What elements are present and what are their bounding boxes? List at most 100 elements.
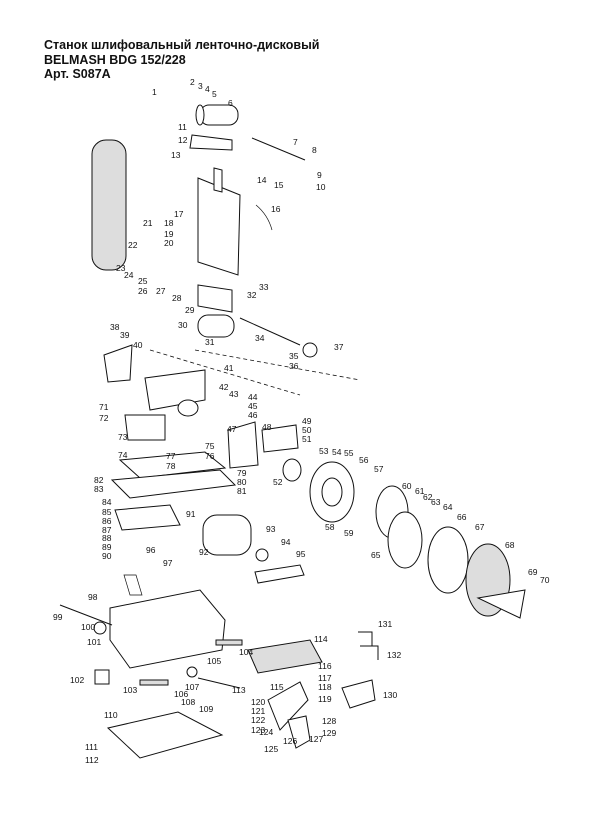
callout-82: 82	[94, 475, 104, 485]
callout-20: 20	[164, 238, 174, 248]
callout-44: 44	[248, 392, 258, 402]
callout-56: 56	[359, 455, 369, 465]
callout-24: 24	[124, 270, 134, 280]
drum-bracket	[189, 134, 233, 151]
callout-104: 104	[239, 647, 253, 657]
hex-key-large	[360, 645, 379, 660]
callout-37: 37	[334, 342, 344, 352]
callout-11: 11	[178, 122, 187, 132]
callout-98: 98	[88, 592, 98, 602]
caster-foot	[94, 669, 110, 685]
callout-63: 63	[431, 497, 441, 507]
hex-key-small	[358, 631, 373, 648]
callout-79: 79	[237, 468, 247, 478]
callout-109: 109	[199, 704, 213, 714]
callout-16: 16	[271, 204, 281, 214]
assembly-axis-2	[194, 349, 361, 381]
shaft-pulley	[302, 342, 318, 358]
idler-drum	[199, 104, 239, 126]
motor-mount	[123, 574, 143, 596]
callout-48: 48	[262, 422, 272, 432]
callout-73: 73	[118, 432, 128, 442]
tension-spring	[213, 167, 223, 193]
callout-25: 25	[138, 276, 148, 286]
callout-100: 100	[81, 622, 95, 632]
callout-21: 21	[143, 218, 153, 228]
cord-strain-relief	[59, 604, 113, 626]
callout-93: 93	[266, 524, 276, 534]
callout-51: 51	[302, 434, 312, 444]
platen-roller	[177, 399, 199, 417]
callout-65: 65	[371, 550, 381, 560]
callout-108: 108	[181, 697, 195, 707]
support-rod	[197, 677, 241, 689]
callout-80: 80	[237, 477, 247, 487]
callout-114: 114	[314, 634, 328, 644]
mitre-plate	[110, 469, 237, 499]
callout-5: 5	[212, 89, 217, 99]
callout-12: 12	[178, 135, 188, 145]
callout-64: 64	[443, 502, 453, 512]
callout-68: 68	[505, 540, 515, 550]
callout-78: 78	[166, 461, 176, 471]
callout-30: 30	[178, 320, 188, 330]
callout-70: 70	[540, 575, 550, 585]
callout-33: 33	[259, 282, 269, 292]
motor-flange	[387, 511, 423, 569]
callout-8: 8	[312, 145, 317, 155]
callout-61: 61	[415, 486, 425, 496]
callout-28: 28	[172, 293, 182, 303]
callout-102: 102	[70, 675, 84, 685]
callout-62: 62	[423, 492, 433, 502]
callout-32: 32	[247, 290, 257, 300]
callout-41: 41	[224, 363, 234, 373]
callout-131: 131	[378, 619, 392, 629]
callout-126: 126	[283, 736, 297, 746]
belt-guard	[103, 344, 133, 383]
disc-housing-hub	[321, 477, 343, 507]
callout-97: 97	[163, 558, 173, 568]
callout-9: 9	[317, 170, 322, 180]
callout-112: 112	[85, 755, 99, 765]
callout-128: 128	[322, 716, 336, 726]
callout-6: 6	[228, 98, 233, 108]
callout-38: 38	[110, 322, 120, 332]
callout-27: 27	[156, 286, 166, 296]
motor-pulley	[255, 548, 269, 562]
callout-14: 14	[257, 175, 267, 185]
callout-7: 7	[293, 137, 298, 147]
callout-132: 132	[387, 650, 401, 660]
sanding-belt	[91, 139, 127, 271]
callout-50: 50	[302, 425, 312, 435]
callout-1: 1	[152, 87, 157, 97]
callout-125: 125	[264, 744, 278, 754]
callout-36: 36	[289, 361, 299, 371]
tension-shaft	[251, 137, 306, 161]
callout-81: 81	[237, 486, 247, 496]
table-base	[118, 451, 227, 479]
bearing-ring	[282, 458, 302, 482]
idler-drum-end	[195, 104, 205, 126]
callout-19: 19	[164, 229, 174, 239]
callout-129: 129	[322, 728, 336, 738]
drive-belt	[254, 564, 305, 584]
callout-4: 4	[205, 84, 210, 94]
rod-knob	[186, 666, 198, 678]
bottom-plate	[106, 711, 224, 759]
callout-111: 111	[85, 742, 98, 752]
callout-26: 26	[138, 286, 148, 296]
tilt-lever	[287, 715, 311, 749]
callout-42: 42	[219, 382, 229, 392]
callout-43: 43	[229, 389, 239, 399]
callout-55: 55	[344, 448, 354, 458]
callout-13: 13	[171, 150, 181, 160]
callout-116: 116	[318, 661, 332, 671]
support-bracket	[114, 504, 181, 531]
callout-120: 120	[251, 697, 265, 707]
callout-40: 40	[133, 340, 143, 350]
bearing-housing	[227, 421, 259, 469]
callout-47: 47	[227, 424, 237, 434]
callout-49: 49	[302, 416, 312, 426]
callout-119: 119	[318, 694, 332, 704]
